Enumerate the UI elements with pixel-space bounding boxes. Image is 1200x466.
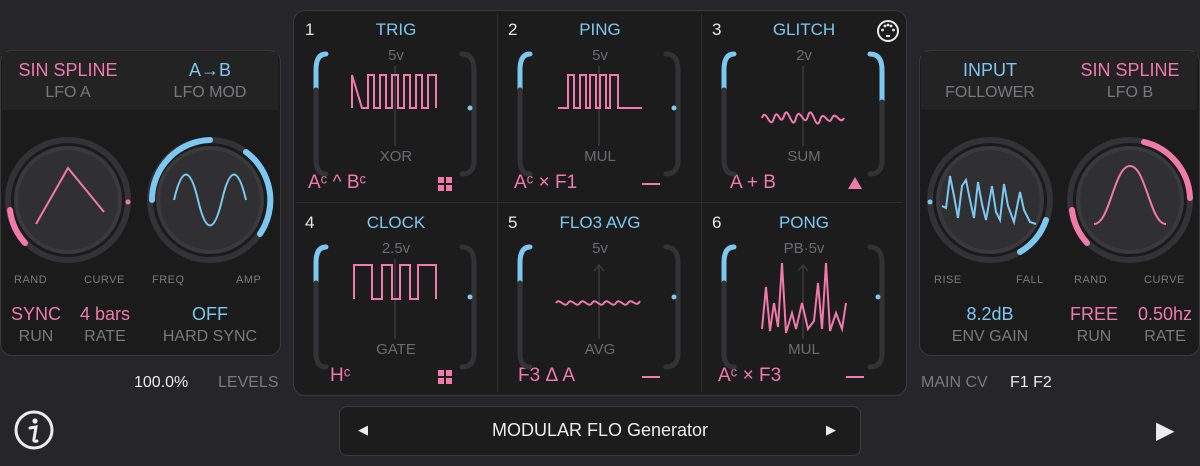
cell-formula[interactable]: A + B — [730, 172, 776, 193]
cell-formula[interactable]: Hᶜ — [330, 365, 351, 386]
main-cv-value[interactable]: F1 F2 — [1010, 374, 1052, 391]
cell-title[interactable]: GLITCH — [772, 20, 836, 39]
cell-title[interactable]: PING — [579, 20, 621, 39]
lfo-mod-type[interactable]: A→B — [188, 60, 231, 80]
triangle-icon[interactable] — [848, 177, 862, 189]
cell-operator: MUL — [788, 341, 820, 358]
cell-voltage: 2.5v — [381, 240, 411, 257]
left-header-band — [2, 52, 278, 110]
follower-type[interactable]: INPUT — [963, 60, 1017, 80]
matrix-divider-v1 — [497, 14, 498, 392]
cell-voltage: 2v — [796, 47, 812, 64]
lfo-a-type[interactable]: SIN SPLINE — [18, 60, 118, 80]
lfo-b-rate-label: RATE — [1144, 328, 1186, 345]
lfo-b-run-label: RUN — [1076, 328, 1112, 345]
cell-number: 4 — [305, 213, 315, 232]
lfo-a-knob[interactable] — [4, 136, 132, 264]
lfo-a-rate-value[interactable]: 4 bars — [79, 304, 131, 324]
cell-operator: AVG — [584, 341, 616, 358]
levels-value[interactable]: 100.0% — [134, 374, 189, 391]
lfo-b-rate-value[interactable]: 0.50hz — [1137, 304, 1193, 324]
midi-icon[interactable] — [876, 19, 900, 43]
env-gain-label: ENV GAIN — [951, 328, 1029, 345]
levels-label: LEVELS — [218, 374, 279, 391]
right-header-band — [921, 52, 1197, 110]
lfo-b-rand-label: RAND — [1074, 274, 1108, 286]
lfo-a-name: LFO A — [45, 84, 91, 101]
cell-number: 1 — [305, 20, 315, 39]
matrix-divider-h — [296, 202, 902, 203]
cell-operator: SUM — [787, 148, 821, 165]
lfo-mod-knob[interactable] — [146, 136, 274, 264]
cell-title[interactable]: CLOCK — [366, 213, 426, 232]
lfo-a-rate-label: RATE — [84, 328, 126, 345]
lfo-b-type[interactable]: SIN SPLINE — [1080, 60, 1180, 80]
env-gain-value[interactable]: 8.2dB — [966, 304, 1014, 324]
cell-bracket — [313, 244, 477, 370]
dash-icon[interactable] — [642, 183, 660, 185]
cell-bracket — [517, 51, 681, 177]
lfo-b-run-value[interactable]: FREE — [1069, 304, 1118, 324]
cell-bracket — [313, 51, 477, 177]
preset-bar[interactable] — [339, 406, 861, 456]
lfo-a-rand-label: RAND — [14, 274, 48, 286]
cell-title[interactable]: PONG — [778, 213, 830, 232]
dash-icon[interactable] — [642, 376, 660, 378]
follower-rise-label: RISE — [934, 274, 962, 286]
preset-prev-button[interactable]: ◀ — [358, 422, 368, 437]
preset-next-button[interactable]: ▶ — [826, 422, 836, 437]
grid-icon[interactable] — [438, 177, 452, 191]
cell-number: 5 — [508, 213, 518, 232]
hard-sync-value[interactable]: OFF — [192, 304, 228, 324]
lfo-a-curve-label: CURVE — [84, 274, 125, 286]
cell-formula[interactable]: F3 Δ A — [518, 365, 576, 386]
play-button[interactable]: ▶ — [1156, 417, 1175, 444]
cell-bracket — [517, 244, 681, 370]
cell-formula[interactable]: Aᶜ ^ Bᶜ — [308, 172, 367, 193]
cell-number: 3 — [712, 20, 722, 39]
hard-sync-label: HARD SYNC — [162, 328, 258, 345]
cell-number: 2 — [508, 20, 518, 39]
lfo-a-sync-value[interactable]: SYNC — [10, 304, 61, 324]
lfo-mod-freq-label: FREQ — [152, 274, 185, 286]
cell-bracket — [721, 244, 885, 370]
lfo-b-curve-label: CURVE — [1144, 274, 1185, 286]
cell-bracket — [721, 51, 885, 177]
cell-formula[interactable]: Aᶜ × F3 — [718, 365, 782, 386]
cell-formula[interactable]: Aᶜ × F1 — [514, 172, 578, 193]
grid-icon[interactable] — [438, 370, 452, 384]
cell-title[interactable]: TRIG — [375, 20, 417, 39]
main-cv-label: MAIN CV — [921, 374, 988, 391]
cell-operator: MUL — [584, 148, 616, 165]
follower-knob[interactable] — [926, 136, 1054, 264]
dash-icon[interactable] — [846, 376, 864, 378]
lfo-b-name: LFO B — [1106, 84, 1154, 101]
lfo-b-knob[interactable] — [1066, 136, 1194, 264]
cell-operator: GATE — [376, 341, 416, 358]
info-icon[interactable] — [13, 409, 55, 451]
cell-number: 6 — [712, 213, 722, 232]
preset-name[interactable]: MODULAR FLO Generator — [491, 420, 709, 440]
lfo-a-run-label: RUN — [18, 328, 54, 345]
lfo-mod-amp-label: AMP — [236, 274, 262, 286]
lfo-mod-name: LFO MOD — [173, 84, 247, 101]
cell-voltage: 5v — [592, 47, 608, 64]
cell-operator: XOR — [379, 148, 413, 165]
follower-name: FOLLOWER — [945, 84, 1035, 101]
cell-voltage: 5v — [388, 47, 404, 64]
cell-voltage: 5v — [592, 240, 608, 257]
follower-fall-label: FALL — [1016, 274, 1044, 286]
cell-voltage: PB·5v — [783, 240, 825, 257]
cell-title[interactable]: FLO3 AVG — [559, 213, 641, 232]
matrix-divider-v2 — [701, 14, 702, 392]
